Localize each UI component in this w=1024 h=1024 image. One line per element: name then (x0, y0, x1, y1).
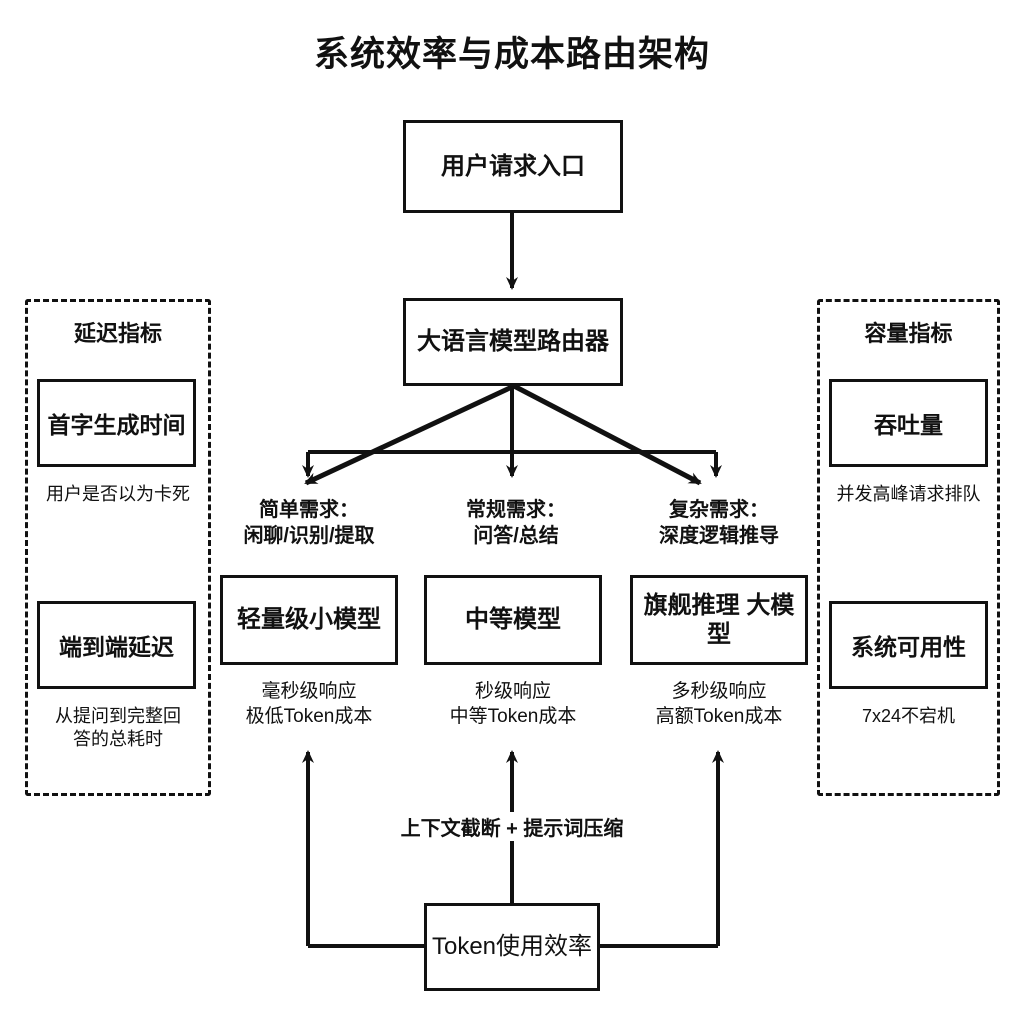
node-model-lightweight[interactable]: 轻量级小模型 (220, 575, 398, 665)
node-model-medium[interactable]: 中等模型 (424, 575, 602, 665)
metric-box-ttft[interactable]: 首字生成时间 (37, 379, 196, 467)
node-token-efficiency-label: Token使用效率 (431, 933, 593, 961)
node-user-request-entry[interactable]: 用户请求入口 (403, 120, 623, 213)
node-llm-router-label: 大语言模型路由器 (417, 328, 609, 356)
metric-box-ttft-label: 首字生成时间 (47, 412, 186, 438)
edge-label-token-optimization: 上下文截断 + 提示词压缩 (382, 812, 642, 841)
node-token-efficiency[interactable]: Token使用效率 (424, 903, 600, 991)
node-model-medium-label: 中等模型 (465, 606, 561, 634)
metric-caption-availability: 7x24不宕机 (861, 706, 956, 726)
metric-box-e2e-latency[interactable]: 端到端延迟 (37, 601, 196, 689)
metric-box-availability[interactable]: 系统可用性 (829, 601, 988, 689)
edge-router-to-complex (512, 383, 702, 486)
metric-box-throughput-label: 吞吐量 (874, 412, 943, 438)
edge-router-to-simple (304, 383, 516, 486)
panel-capacity-metrics (817, 299, 1000, 796)
metric-caption-throughput: 并发高峰请求排队 (836, 484, 981, 504)
branch-note-normal: 秒级响应 中等Token成本 (449, 681, 577, 727)
branch-label-normal: 常规需求： 问答/总结 (466, 499, 566, 547)
node-model-flagship[interactable]: 旗舰推理 大模型 (630, 575, 808, 665)
branch-note-simple: 毫秒级响应 极低Token成本 (245, 681, 373, 727)
panel-capacity-metrics-title: 容量指标 (864, 321, 953, 346)
node-user-request-entry-label: 用户请求入口 (441, 152, 585, 180)
metric-box-availability-label: 系统可用性 (851, 634, 966, 660)
panel-latency-metrics-title: 延迟指标 (73, 321, 162, 346)
metric-box-throughput[interactable]: 吞吐量 (829, 379, 988, 467)
panel-latency-metrics (25, 299, 211, 796)
page-title: 系统效率与成本路由架构 (313, 35, 710, 74)
node-llm-router[interactable]: 大语言模型路由器 (403, 298, 623, 386)
metric-box-e2e-latency-label: 端到端延迟 (59, 634, 174, 660)
node-model-lightweight-label: 轻量级小模型 (237, 606, 381, 634)
branch-label-simple: 简单需求： 闲聊/识别/提取 (243, 499, 375, 547)
branch-note-complex: 多秒级响应 高额Token成本 (655, 681, 783, 727)
metric-caption-ttft: 用户是否以为卡死 (46, 484, 190, 504)
metric-caption-e2e-latency: 从提问到完整回 答的总耗时 (55, 706, 181, 750)
branch-label-complex: 复杂需求： 深度逻辑推导 (659, 499, 779, 547)
node-model-flagship-label: 旗舰推理 大模型 (643, 591, 795, 648)
